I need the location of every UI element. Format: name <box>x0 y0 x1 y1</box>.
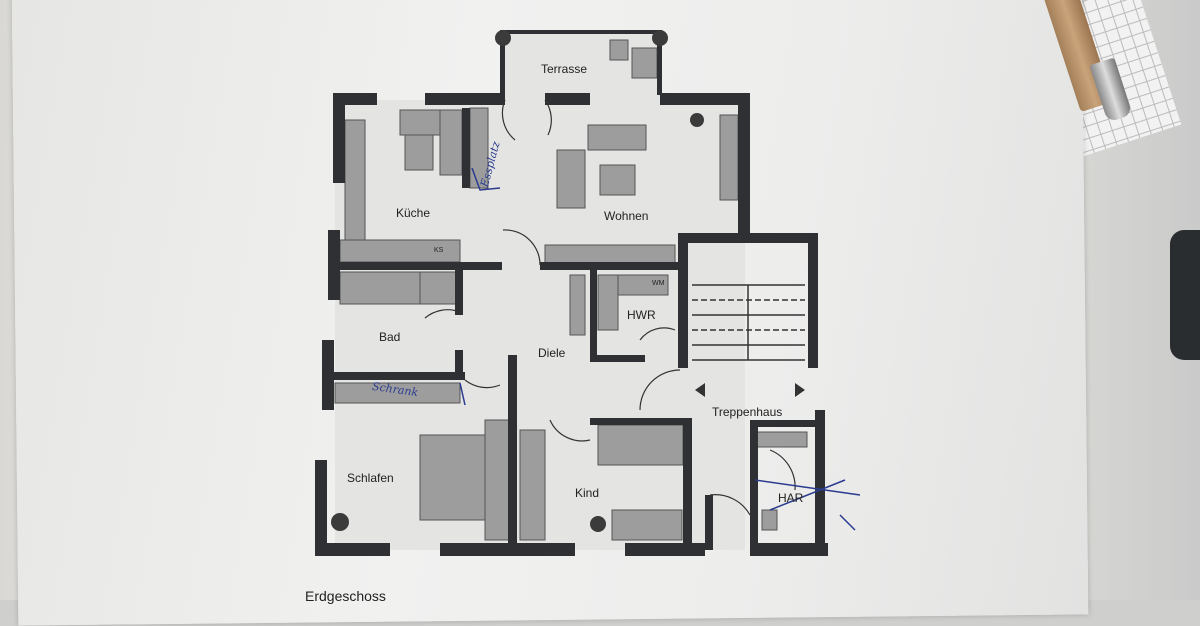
room-label-terrasse: Terrasse <box>541 62 588 76</box>
room-label-diele: Diele <box>538 346 566 360</box>
room-label-treppenhaus: Treppenhaus <box>712 405 783 419</box>
room-label-hwr: HWR <box>627 308 656 322</box>
room-label-kind: Kind <box>575 486 600 500</box>
bathtub <box>339 271 421 305</box>
phone-device <box>1170 230 1200 360</box>
arrow-left-icon <box>695 383 705 397</box>
room-label-kueche: Küche <box>396 206 431 220</box>
appliance-label-wm: WM <box>652 280 665 287</box>
kitchen-counter <box>344 119 366 241</box>
wardrobe <box>334 382 461 404</box>
room-label-har: HAR <box>778 491 804 505</box>
room-label-bad: Bad <box>379 330 401 344</box>
plant-icon <box>331 30 704 532</box>
room-label-schlafen: Schlafen <box>347 471 394 485</box>
room-label-wohnen: Wohnen <box>604 209 649 223</box>
floor-plan <box>315 30 861 556</box>
appliance-label-ks: KS <box>434 247 444 254</box>
floor-caption: Erdgeschoss <box>305 588 386 604</box>
bed <box>419 434 496 521</box>
arrow-right-icon <box>795 383 805 397</box>
